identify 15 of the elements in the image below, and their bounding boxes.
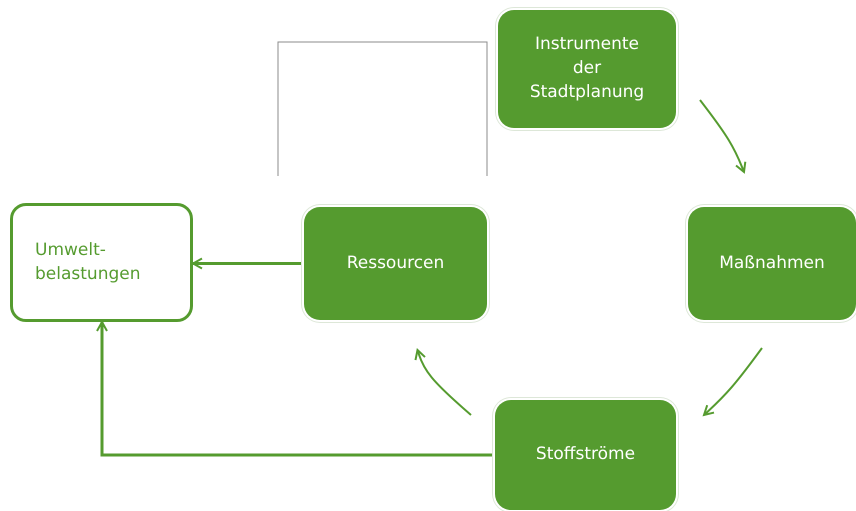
arrow (699, 99, 746, 173)
arrow (414, 349, 472, 416)
arrow (703, 347, 763, 416)
process-box (498, 10, 676, 128)
outcome-box (10, 203, 193, 322)
process-box (688, 207, 856, 320)
node-label: Stoffströme (536, 443, 636, 466)
arrow (96, 321, 495, 456)
node-label: Maßnahmen (719, 252, 825, 275)
process-box (304, 207, 487, 320)
node-label: Umwelt- belastungen (35, 238, 142, 286)
node-label: Ressourcen (346, 252, 444, 275)
process-box (495, 400, 676, 510)
node-label: Instrumente der Stadtplanung (530, 33, 644, 104)
arrow (192, 258, 304, 270)
